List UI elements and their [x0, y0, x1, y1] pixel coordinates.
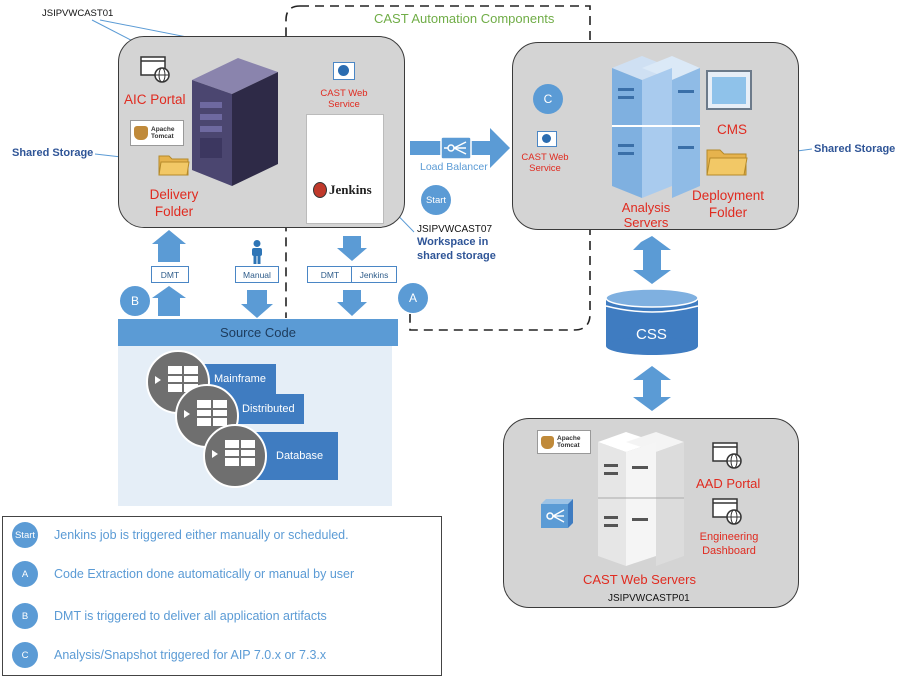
load-balancer-icon [440, 136, 472, 160]
css-label: CSS [636, 326, 667, 343]
workspace-note: Workspace in shared storage [417, 236, 496, 262]
deployment-folder-label: Deployment Folder [691, 188, 765, 220]
aic-portal-label: AIC Portal [124, 92, 186, 107]
mainframe-label: Mainframe [214, 373, 266, 385]
source-code-title: Source Code [220, 325, 296, 340]
arrow-down-manual [247, 290, 267, 306]
legend-badge: B [12, 603, 38, 629]
legend-text: DMT is triggered to deliver all applicat… [54, 609, 327, 623]
top-server-id: JSIPVWCAST01 [42, 8, 114, 19]
arrow-up-dmt-2 [158, 297, 180, 316]
server-tower-icon [192, 58, 278, 186]
browser-globe-icon [140, 56, 170, 83]
browser-globe-icon [712, 442, 742, 469]
shared-storage-right: Shared Storage [814, 143, 896, 155]
c-badge: C [533, 84, 563, 114]
web-servers-label: CAST Web Servers [583, 572, 696, 587]
load-balancer-label: Load Balancer [420, 161, 488, 173]
rack-server-icon [612, 56, 700, 198]
arrow-up-dmt-head [152, 230, 186, 244]
arrow-down-manual-head [241, 304, 273, 318]
manual-tag: Manual [235, 266, 279, 283]
rack-server-icon [598, 432, 684, 566]
browser-globe-icon [712, 498, 742, 525]
jenkins-tag: Jenkins [351, 266, 397, 283]
arrow-down-jenkins-head [337, 248, 367, 261]
legend-text: Jenkins job is triggered either manually… [54, 528, 349, 542]
bottom-host-label: JSIPVWCASTP01 [608, 593, 690, 604]
arrow-analysis-css [633, 236, 671, 284]
jenkins-label: Jenkins [329, 182, 372, 197]
arrow-down-jenkins-2 [343, 290, 361, 304]
arrow-css-web [633, 366, 671, 411]
tomcat-icon: Apache Tomcat [537, 430, 591, 454]
jenkins-box [306, 114, 384, 224]
legend-text: Analysis/Snapshot triggered for AIP 7.0.… [54, 648, 327, 662]
engineering-dashboard-label: Engineering Dashboard [699, 531, 759, 557]
tomcat-text-2-bottom: Tomcat [557, 442, 580, 449]
legend-badge: C [12, 642, 38, 668]
arrow-down-jenkins [343, 236, 361, 250]
source-code-header: Source Code [118, 319, 398, 346]
legend-badge: Start [12, 522, 38, 548]
tomcat-icon: Apache Tomcat [130, 120, 184, 146]
jenkins-host-label: JSIPVWCAST07 [417, 224, 493, 235]
tomcat-text-1-bottom: Apache [557, 435, 581, 442]
database-cylinder-icon [605, 288, 699, 355]
web-service-icon [333, 62, 355, 80]
aad-portal-label: AAD Portal [696, 476, 761, 491]
automation-boundary-top [285, 5, 301, 318]
tomcat-text-2: Tomcat [151, 133, 174, 140]
shared-storage-left: Shared Storage [12, 147, 94, 159]
legend-text: Code Extraction done automatically or ma… [54, 567, 355, 581]
web-service-icon [537, 131, 557, 147]
automation-boundary [300, 5, 591, 331]
cms-label: CMS [717, 122, 747, 137]
arrow-down-jenkins-2-head [337, 302, 367, 316]
a-badge: A [398, 283, 428, 313]
folder-icon [158, 155, 190, 176]
arrow-up-dmt [158, 240, 180, 262]
dmt-tag-right: DMT [307, 266, 353, 283]
database-label: Database [276, 450, 324, 462]
start-badge: Start [421, 185, 451, 215]
tomcat-text-1: Apache [151, 126, 175, 133]
table-disc-icon [203, 424, 267, 488]
distributed-label: Distributed [242, 403, 295, 415]
legend-row: A Code Extraction done automatically or … [12, 561, 354, 587]
dmt-tag-left: DMT [151, 266, 189, 283]
automation-title: CAST Automation Components [374, 11, 555, 26]
legend-row: B DMT is triggered to deliver all applic… [12, 603, 327, 629]
monitor-icon [706, 70, 752, 110]
legend-row: Start Jenkins job is triggered either ma… [12, 522, 349, 548]
b-badge: B [120, 286, 150, 316]
legend-badge: A [12, 561, 38, 587]
cast-web-service-right: CAST Web Service [521, 152, 569, 174]
jenkins-icon [313, 182, 327, 198]
cast-web-service-left: CAST Web Service [320, 88, 368, 110]
legend-box [2, 516, 442, 676]
load-balancer-icon [541, 499, 573, 528]
folder-icon [706, 149, 748, 176]
legend-row: C Analysis/Snapshot triggered for AIP 7.… [12, 642, 326, 668]
person-icon [252, 240, 262, 264]
arrow-up-dmt-2-head [152, 286, 186, 298]
delivery-folder-label: Delivery Folder [149, 187, 199, 219]
analysis-servers-label: Analysis Servers [621, 200, 671, 230]
